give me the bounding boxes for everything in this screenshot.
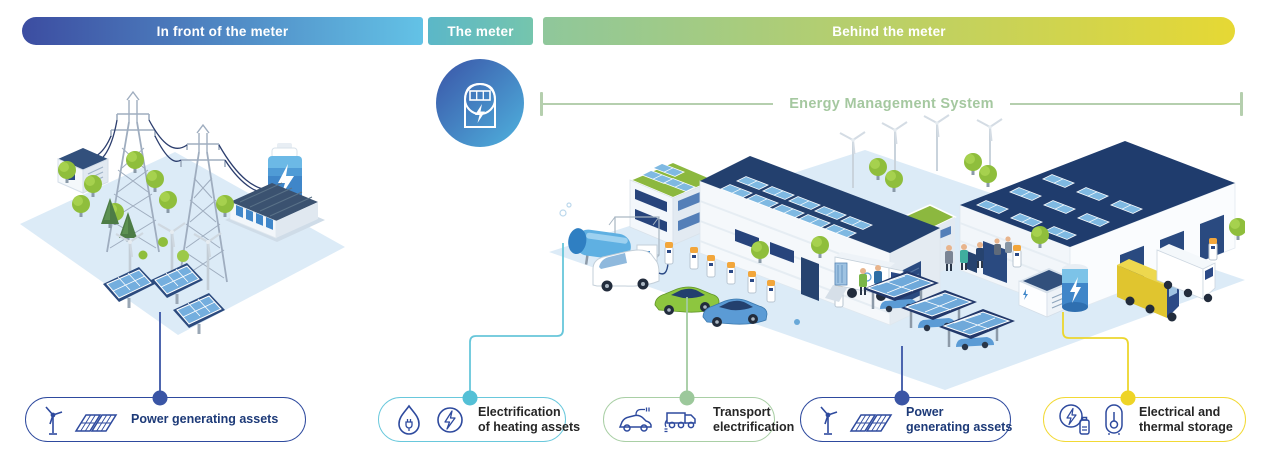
label-pill-electrification-of-heating: Electrification of heating assets bbox=[378, 397, 580, 442]
solar-panels-icon bbox=[74, 405, 120, 435]
electric-truck-white bbox=[1156, 244, 1216, 303]
label-pill-power-generating-assets-behind: Power generating assets bbox=[800, 397, 1013, 442]
pill-label: Power generating assets bbox=[131, 412, 279, 427]
header-bar-the-meter: The meter bbox=[428, 17, 533, 45]
wind-turbine-icon bbox=[39, 403, 67, 437]
ems-right-tick bbox=[1240, 92, 1244, 116]
heat-pump-tank bbox=[559, 202, 660, 268]
header-bar-behind-the-meter: Behind the meter bbox=[543, 17, 1235, 45]
pill-label: Transport bbox=[713, 405, 771, 419]
electric-car-blue bbox=[702, 298, 768, 327]
battery-storage-containers bbox=[225, 182, 325, 242]
ems-label: Energy Management System bbox=[789, 96, 994, 112]
ev-charger bbox=[664, 241, 674, 265]
pill-label: generating assets bbox=[906, 419, 1013, 434]
ev-charger bbox=[1208, 237, 1218, 261]
ems-line bbox=[543, 102, 774, 106]
electric-meter-icon bbox=[436, 59, 524, 147]
scene-behind-meter bbox=[549, 114, 1245, 390]
electric-car-icon bbox=[617, 405, 655, 435]
lightning-circle-icon bbox=[433, 403, 467, 437]
header-bar-label: Behind the meter bbox=[832, 23, 946, 39]
electric-van bbox=[592, 249, 669, 292]
header-bar-label: The meter bbox=[447, 23, 514, 39]
solar-panel-arrays bbox=[103, 263, 225, 334]
ground-dot bbox=[794, 319, 800, 325]
ems-bracket: Energy Management System bbox=[540, 92, 1244, 116]
meter-glyph bbox=[464, 82, 496, 128]
label-pill-electrical-thermal-storage: Electrical and thermal storage bbox=[1043, 397, 1246, 442]
ems-line bbox=[1009, 102, 1241, 106]
electric-truck-icon bbox=[662, 404, 702, 436]
electric-car-green bbox=[654, 286, 720, 315]
pill-label: Electrical and bbox=[1139, 405, 1221, 419]
ground-platform bbox=[20, 152, 345, 335]
pill-label: electrification bbox=[713, 419, 795, 434]
header-bar-in-front-of-meter: In front of the meter bbox=[22, 17, 423, 45]
flame-plug-icon bbox=[392, 403, 426, 437]
wind-turbine-icon bbox=[814, 403, 842, 437]
pill-label: of heating assets bbox=[478, 419, 581, 434]
people bbox=[945, 236, 1012, 271]
scene-front-of-meter bbox=[20, 90, 345, 335]
pill-label: Power bbox=[906, 405, 944, 419]
pill-label: thermal storage bbox=[1139, 419, 1233, 434]
header-bar-label: In front of the meter bbox=[156, 23, 289, 39]
ems-left-tick bbox=[540, 92, 543, 116]
trees bbox=[58, 151, 234, 262]
lightning-battery-icon bbox=[1057, 403, 1093, 437]
thermal-storage-icon bbox=[1100, 403, 1128, 437]
battery-storage-unit bbox=[1018, 264, 1088, 318]
label-pill-transport-electrification: Transport electrification bbox=[603, 397, 794, 442]
transmission-tower bbox=[178, 123, 228, 283]
pill-label: Electrification bbox=[478, 405, 561, 419]
label-pill-power-generating-assets-front: Power generating assets bbox=[25, 397, 306, 442]
solar-panels-icon bbox=[849, 405, 895, 435]
